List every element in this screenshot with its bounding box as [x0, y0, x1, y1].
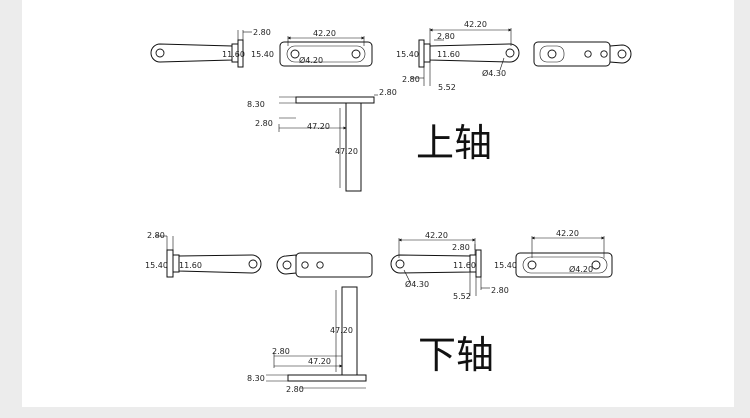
- lower-dim-hole-4-30: Ø4.30: [405, 279, 429, 289]
- lower-dim-2-80-f: 2.80: [147, 231, 165, 240]
- upper-strap-side-view: [150, 30, 252, 68]
- upper-dim-2-80-e2: 2.80: [255, 119, 273, 128]
- lower-dim-11-60-h: 11.60: [453, 261, 476, 270]
- page-panel: [22, 0, 734, 407]
- upper-plate-view: [533, 41, 632, 67]
- lower-dim-47-20-j: 47.20: [330, 326, 353, 335]
- lower-dim-15-40-h: 15.40: [494, 261, 517, 270]
- upper-dim-8-30-e: 8.30: [247, 100, 265, 109]
- lower-dim-2-80-h2: 2.80: [491, 286, 509, 295]
- upper-axis-title: 上轴: [416, 121, 492, 165]
- upper-dim-2-80-c2: 2.80: [402, 75, 420, 84]
- upper-dim-42-20-b: 42.20: [313, 29, 336, 38]
- lower-axis-group: 2.80 15.40 11.60 42.20 2.8: [145, 229, 613, 394]
- lower-dim-42-20-h: 42.20: [425, 231, 448, 240]
- lower-dim-5-52-h: 5.52: [453, 292, 471, 301]
- upper-strap-side-view-mirror: [410, 28, 520, 86]
- upper-dim-hole-4-30: Ø4.30: [482, 68, 506, 78]
- lower-dim-8-30-j: 8.30: [247, 374, 265, 383]
- lower-axis-title: 下轴: [418, 333, 494, 377]
- upper-dim-5-52-c: 5.52: [438, 83, 456, 92]
- upper-dim-47-20-e2: 47.20: [335, 147, 358, 156]
- upper-dim-15-40-c: 15.40: [396, 50, 419, 59]
- lower-strap-top-view: [515, 236, 613, 278]
- lower-dim-2-80-j: 2.80: [272, 347, 290, 356]
- lower-dim-47-20-j2: 47.20: [308, 357, 331, 366]
- upper-dim-11-60-a: 11.60: [222, 50, 245, 59]
- upper-l-bracket: [278, 94, 378, 192]
- lower-dim-42-20-i: 42.20: [556, 229, 579, 238]
- lower-dim-hole-4-20: Ø4.20: [569, 264, 593, 274]
- upper-axis-group: 2.80 11.60 15.40 42.20 Ø4.20: [150, 20, 632, 192]
- lower-dim-2-80-j2: 2.80: [286, 385, 304, 394]
- upper-dim-2-80-c: 2.80: [437, 32, 455, 41]
- lower-dim-11-60-f: 11.60: [179, 261, 202, 270]
- lower-strap-side-view-mirror: [390, 238, 490, 296]
- upper-dim-47-20-e: 47.20: [307, 122, 330, 131]
- upper-strap-top-view: [279, 36, 373, 67]
- lower-plate-view: [276, 252, 373, 278]
- upper-dim-hole-4-20: Ø4.20: [299, 55, 323, 65]
- upper-dim-42-20-c: 42.20: [464, 20, 487, 29]
- lower-dim-15-40-f: 15.40: [145, 261, 168, 270]
- upper-dim-2-80-a: 2.80: [253, 28, 271, 37]
- lower-strap-side-view: [155, 235, 262, 278]
- lower-l-bracket: [266, 286, 367, 389]
- upper-dim-15-40-a: 15.40: [251, 50, 274, 59]
- upper-dim-2-80-e: 2.80: [379, 88, 397, 97]
- lower-dim-2-80-h: 2.80: [452, 243, 470, 252]
- upper-dim-11-60-c: 11.60: [437, 50, 460, 59]
